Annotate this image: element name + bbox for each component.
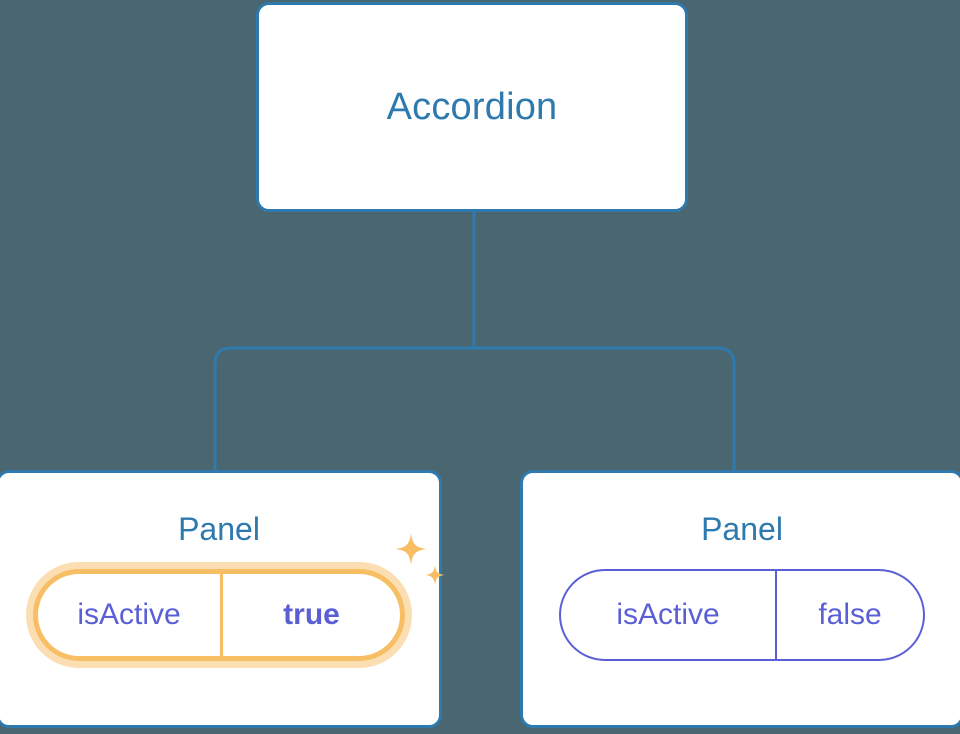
prop-key: isActive <box>38 574 223 656</box>
node-title: Accordion <box>386 86 558 128</box>
node-title: Panel <box>178 511 260 547</box>
prop-key: isActive <box>561 571 777 659</box>
node-panel-inactive[interactable]: Panel isActive false <box>520 470 960 728</box>
prop-pill-wrapper: isActive true <box>33 533 445 661</box>
prop-pill-isactive-false[interactable]: isActive false <box>559 569 925 661</box>
sparkle-icon-large <box>395 533 427 565</box>
node-panel-active[interactable]: Panel isActive true <box>0 470 445 728</box>
prop-pill-isactive-true[interactable]: isActive true <box>33 569 405 661</box>
prop-value: false <box>818 598 882 631</box>
connector-branches <box>213 346 736 470</box>
node-accordion[interactable]: Accordion <box>256 2 688 212</box>
prop-pill-wrapper: isActive false <box>559 569 925 661</box>
node-title: Panel <box>701 511 783 547</box>
prop-value: true <box>283 598 340 631</box>
